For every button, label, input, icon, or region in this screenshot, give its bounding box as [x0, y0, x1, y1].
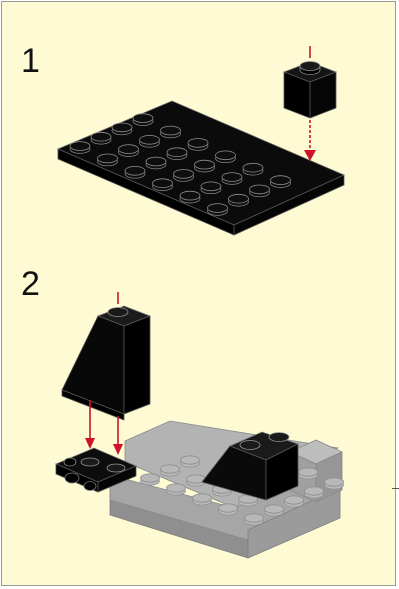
stud: [112, 123, 132, 135]
stud: [305, 487, 324, 498]
stud: [70, 142, 90, 154]
stud: [133, 114, 153, 126]
stud: [125, 166, 145, 178]
stud: [161, 465, 180, 476]
stud: [271, 176, 291, 188]
stud: [285, 496, 304, 507]
stud: [219, 504, 238, 515]
stud: [174, 170, 194, 182]
stud: [141, 474, 160, 485]
stud: [119, 145, 139, 157]
stud: [201, 182, 221, 194]
stud: [146, 157, 166, 169]
black-slope-brick: [62, 306, 150, 420]
stud: [229, 194, 249, 206]
stud: [167, 148, 187, 160]
grey-base-assembly: [110, 421, 344, 558]
stud: [208, 204, 228, 216]
stud: [167, 484, 186, 495]
black-plate-4x6: [58, 101, 344, 235]
stud: [153, 179, 173, 191]
stud: [265, 505, 284, 516]
stud: [98, 154, 118, 166]
stud: [91, 132, 111, 144]
stud: [181, 456, 200, 467]
stud: [299, 468, 318, 479]
stud: [161, 126, 181, 138]
stud: [140, 135, 160, 147]
stud: [250, 185, 270, 197]
stud: [243, 163, 263, 175]
stud: [325, 478, 344, 489]
stud: [187, 475, 206, 486]
step-2-illustration: [56, 292, 344, 558]
stud: [195, 160, 215, 172]
stud: [188, 139, 208, 151]
step-1-illustration: [58, 46, 344, 235]
stud: [193, 494, 212, 505]
stud: [222, 173, 242, 185]
stud: [245, 514, 264, 525]
black-brick-1x1: [284, 62, 336, 119]
stud: [180, 191, 200, 203]
stud: [216, 151, 236, 163]
